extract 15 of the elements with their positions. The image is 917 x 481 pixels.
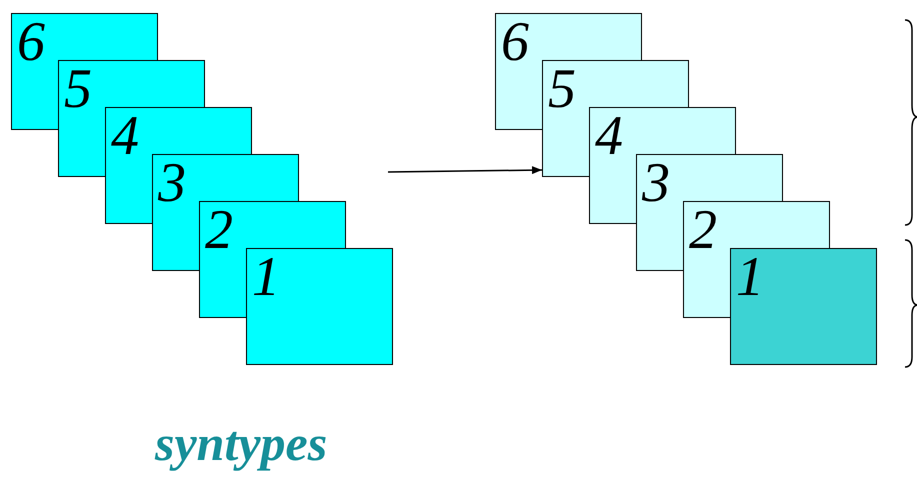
card-number: 4 — [595, 108, 623, 164]
card — [246, 248, 393, 365]
card-number: 1 — [736, 249, 764, 305]
card — [730, 248, 877, 365]
card-number: 5 — [64, 61, 92, 117]
card-number: 5 — [548, 61, 576, 117]
card-number: 2 — [689, 202, 717, 258]
card-number: 3 — [158, 155, 186, 211]
card-number: 1 — [252, 249, 280, 305]
card-number: 2 — [205, 202, 233, 258]
card-number: 4 — [111, 108, 139, 164]
arrow — [388, 166, 542, 174]
card-number: 6 — [17, 14, 45, 70]
card-number: 3 — [642, 155, 670, 211]
card-number: 6 — [501, 14, 529, 70]
